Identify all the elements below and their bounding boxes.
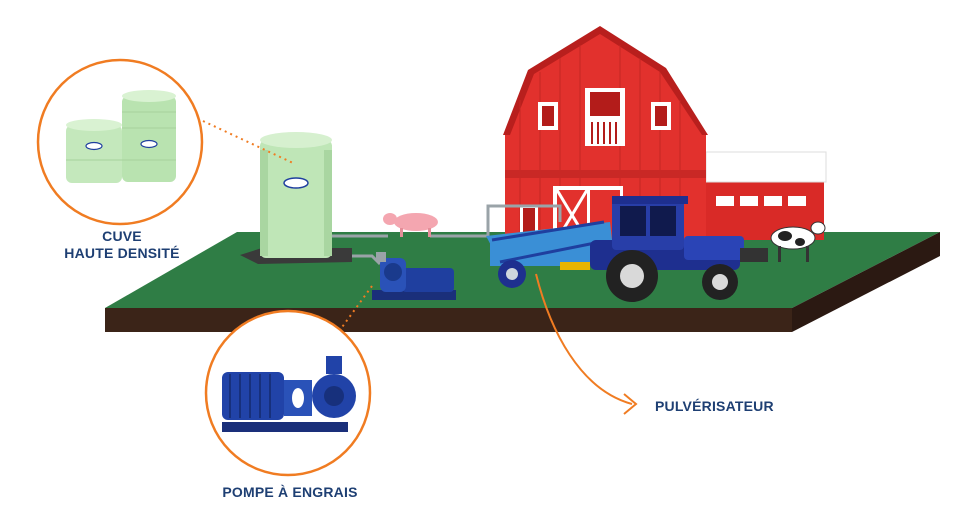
pig-icon	[383, 213, 438, 237]
label-cuve-line1: CUVE	[102, 228, 142, 244]
cow-icon	[770, 221, 826, 262]
callout-cuve	[36, 58, 294, 226]
callout-pulverisateur	[535, 273, 638, 415]
tank-icon	[240, 132, 352, 264]
pump-icon	[222, 356, 356, 432]
barn-icon	[503, 26, 827, 241]
label-pompe-a-engrais: POMPE À ENGRAIS	[222, 484, 358, 500]
label-cuve-line2: HAUTE DENSITÉ	[64, 245, 180, 261]
callout-pompe	[204, 285, 373, 477]
pump-icon	[372, 252, 456, 300]
tractor-icon	[590, 196, 768, 302]
sprayer-icon	[486, 220, 612, 288]
label-pulverisateur: PULVÉRISATEUR	[655, 398, 774, 414]
label-cuve-haute-densite: CUVE HAUTE DENSITÉ	[22, 228, 222, 262]
tank-icon	[66, 90, 176, 183]
